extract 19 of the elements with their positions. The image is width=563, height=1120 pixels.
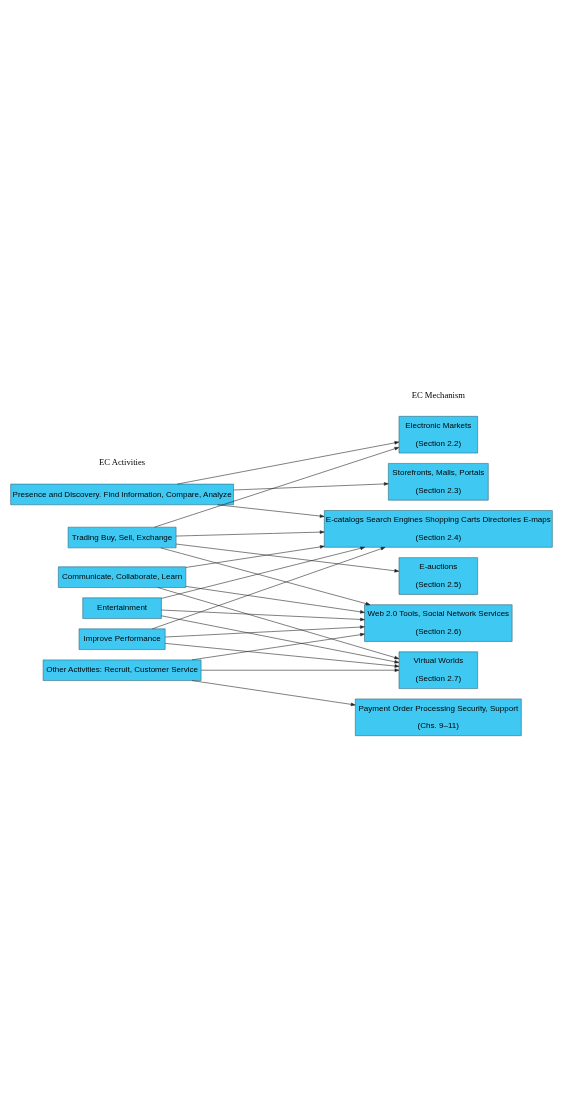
arrow: [154, 446, 400, 527]
arrow: [185, 585, 365, 613]
arrow: [157, 586, 400, 659]
arrow: [191, 679, 356, 706]
label: EC Activities: [99, 456, 146, 467]
arrow: [233, 481, 389, 490]
arrow: [200, 668, 400, 672]
arrow: [191, 632, 365, 660]
arrow: [175, 529, 325, 536]
label: EC Mechanism: [411, 389, 465, 400]
arrow: [216, 504, 325, 518]
arrow: [177, 440, 400, 484]
arrow: [161, 615, 400, 663]
arrow: [165, 642, 400, 668]
arrow: [165, 624, 365, 637]
arrow: [175, 543, 400, 572]
arrow: [185, 544, 325, 568]
arrow: [161, 609, 365, 621]
arrow: [152, 546, 386, 629]
